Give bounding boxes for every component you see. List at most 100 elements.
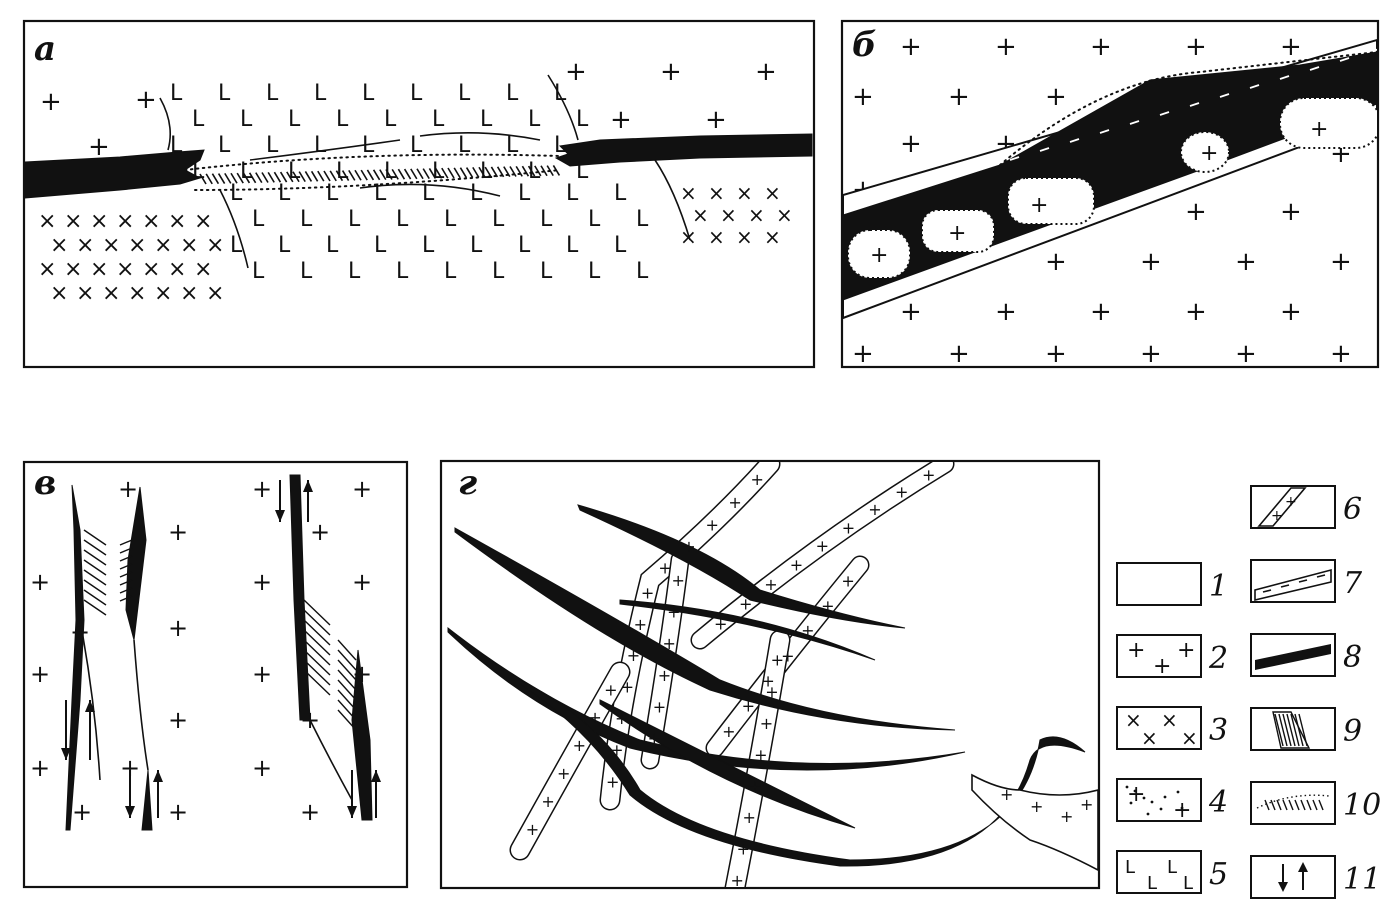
hatch-stroke [83,559,107,576]
legend-number: 3 [1209,713,1228,748]
x-sign: × [180,233,198,258]
arrow-head [153,770,163,782]
plus-sign: + [868,500,881,519]
L-sign: L [230,233,243,258]
band [1254,568,1332,602]
legend-item-8: 8 [1250,633,1362,677]
L-sign: L [326,233,339,258]
hatch-stroke [540,165,548,177]
hatch-stroke [1288,799,1294,811]
vein-fill [707,557,868,756]
x-sign: × [720,203,737,227]
plus-sign: + [606,772,619,791]
plus-sign: + [352,568,372,596]
plus-sign: + [135,85,157,115]
plus-sign: + [771,651,784,670]
L-sign: L [192,107,205,132]
panel-g-label: г [458,463,477,503]
svg-text:+: + [1310,117,1328,142]
x-sign: × [50,281,68,306]
dash-mark [979,257,990,262]
plus-sign: + [573,736,586,755]
dash-pattern [859,48,1377,306]
plus-sign: + [1045,339,1067,369]
x-sign: × [142,257,160,282]
plus-sign: + [40,87,62,117]
dash-mark [1298,579,1308,583]
L-sign: L [410,81,423,106]
hatch-stroke [1270,799,1276,811]
plus-sign: + [30,568,50,596]
dash-mark [1069,138,1080,143]
L-sign: L [374,233,387,258]
granite-vein [971,773,1098,871]
L-sign: L [266,133,279,158]
plus-sign: + [765,682,778,701]
dash-mark [949,174,960,179]
hatch-stroke [1300,799,1306,811]
plus-sign: + [995,297,1017,327]
x-sign: × [116,209,134,234]
x-sign: × [50,233,68,258]
hatch-stroke [337,669,357,691]
L-sign: L [518,233,531,258]
dash-mark [1159,111,1170,116]
dash-mark [1129,202,1140,207]
plus-sign: + [948,82,970,112]
plus-sign: + [742,697,755,716]
x-sign: × [736,181,753,205]
band [1255,644,1331,670]
x-sign: × [764,225,781,249]
hatch-stroke [83,529,107,546]
dot [1125,785,1129,789]
plus-sign: + [705,105,727,135]
L-sign: L [396,259,409,284]
x-sign: × [76,233,94,258]
L-sign: L [374,181,387,206]
x-sign: × [708,225,725,249]
dash-mark [1249,158,1260,163]
hatch-stroke [242,172,251,184]
hatch-stroke [261,172,269,183]
plus-sign: + [1330,247,1352,277]
hatch-stroke [1318,799,1324,811]
dash-mark [919,279,930,284]
hatch-stroke [515,165,523,177]
L-sign: L [554,81,567,106]
x-sign: × [736,225,753,249]
L-sign: L [384,107,397,132]
x-sign: × [1181,726,1198,750]
hatch-stroke [1274,713,1284,747]
legend-number: 4 [1208,785,1228,820]
hatch-stroke [224,172,232,184]
dash-mark [859,301,870,306]
L-sign: L [336,107,349,132]
legend-swatch [1116,706,1202,750]
plus-sign: + [1080,795,1093,814]
dash-mark [1099,129,1110,134]
L-sign: L [218,133,231,158]
legend-swatch [1250,855,1336,899]
plus-sign: + [648,729,661,748]
hatch-stroke [303,639,331,666]
dot [1150,800,1154,804]
L-sign: L [492,207,505,232]
L-sign: L [566,181,579,206]
hatch-stroke [459,167,468,179]
hatch-stroke [1286,713,1296,747]
x-sign: × [102,281,120,306]
plus-sign: + [739,594,752,613]
hatch-stroke [323,170,331,182]
dike-segment [141,769,153,831]
plus-sign: + [1185,297,1207,327]
hatch-stroke [292,171,300,183]
hatch-stroke [428,168,437,179]
hatch-stroke [465,167,474,178]
hatch-stroke [422,168,430,180]
hatch-stroke [303,629,331,656]
L-sign: L [444,259,457,284]
hatch-stroke [372,169,381,181]
plus-sign: + [781,646,794,665]
legend-item-2: +++2 [1116,634,1228,679]
plus-sign: + [310,518,330,546]
